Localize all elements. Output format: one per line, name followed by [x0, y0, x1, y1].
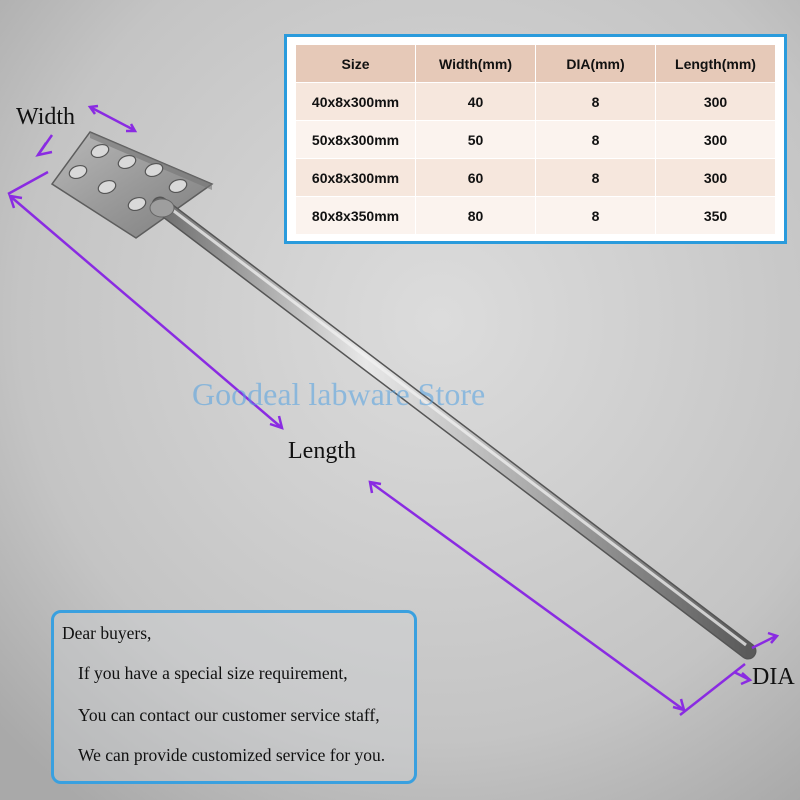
width-label: Width [16, 104, 76, 130]
dimension-arrows [7, 104, 780, 716]
spec-table: Size Width(mm) DIA(mm) Length(mm) 40x8x3… [295, 44, 776, 235]
stirrer-rod [149, 196, 757, 660]
cell-size: 40x8x300mm [295, 82, 416, 121]
store-watermark: Goodeal labware Store [192, 376, 486, 412]
cell-width: 50 [415, 120, 536, 159]
notice-greeting: Dear buyers, [62, 623, 152, 643]
cell-dia: 8 [535, 82, 656, 121]
table-row: 40x8x300mm 40 8 300 [295, 82, 776, 121]
dia-label: DIA [752, 664, 795, 690]
header-length: Length(mm) [655, 44, 776, 83]
cell-size: 80x8x350mm [295, 196, 416, 235]
table-row: 50x8x300mm 50 8 300 [295, 120, 776, 159]
table-row: 80x8x350mm 80 8 350 [295, 196, 776, 235]
cell-length: 300 [655, 158, 776, 197]
notice-line: We can provide customized service for yo… [78, 745, 386, 765]
spec-table-panel: Size Width(mm) DIA(mm) Length(mm) 40x8x3… [284, 34, 787, 244]
length-label: Length [288, 438, 356, 464]
table-row: 60x8x300mm 60 8 300 [295, 158, 776, 197]
cell-size: 60x8x300mm [295, 158, 416, 197]
cell-length: 300 [655, 120, 776, 159]
custom-size-notice: Dear buyers, If you have a special size … [51, 610, 417, 784]
cell-dia: 8 [535, 158, 656, 197]
cell-width: 80 [415, 196, 536, 235]
cell-width: 60 [415, 158, 536, 197]
header-size: Size [295, 44, 416, 83]
notice-line: If you have a special size requirement, [78, 663, 348, 683]
cell-length: 300 [655, 82, 776, 121]
cell-width: 40 [415, 82, 536, 121]
header-width: Width(mm) [415, 44, 536, 83]
cell-size: 50x8x300mm [295, 120, 416, 159]
spec-table-header-row: Size Width(mm) DIA(mm) Length(mm) [295, 44, 776, 83]
cell-length: 350 [655, 196, 776, 235]
cell-dia: 8 [535, 196, 656, 235]
header-dia: DIA(mm) [535, 44, 656, 83]
notice-line: You can contact our customer service sta… [78, 705, 380, 725]
cell-dia: 8 [535, 120, 656, 159]
